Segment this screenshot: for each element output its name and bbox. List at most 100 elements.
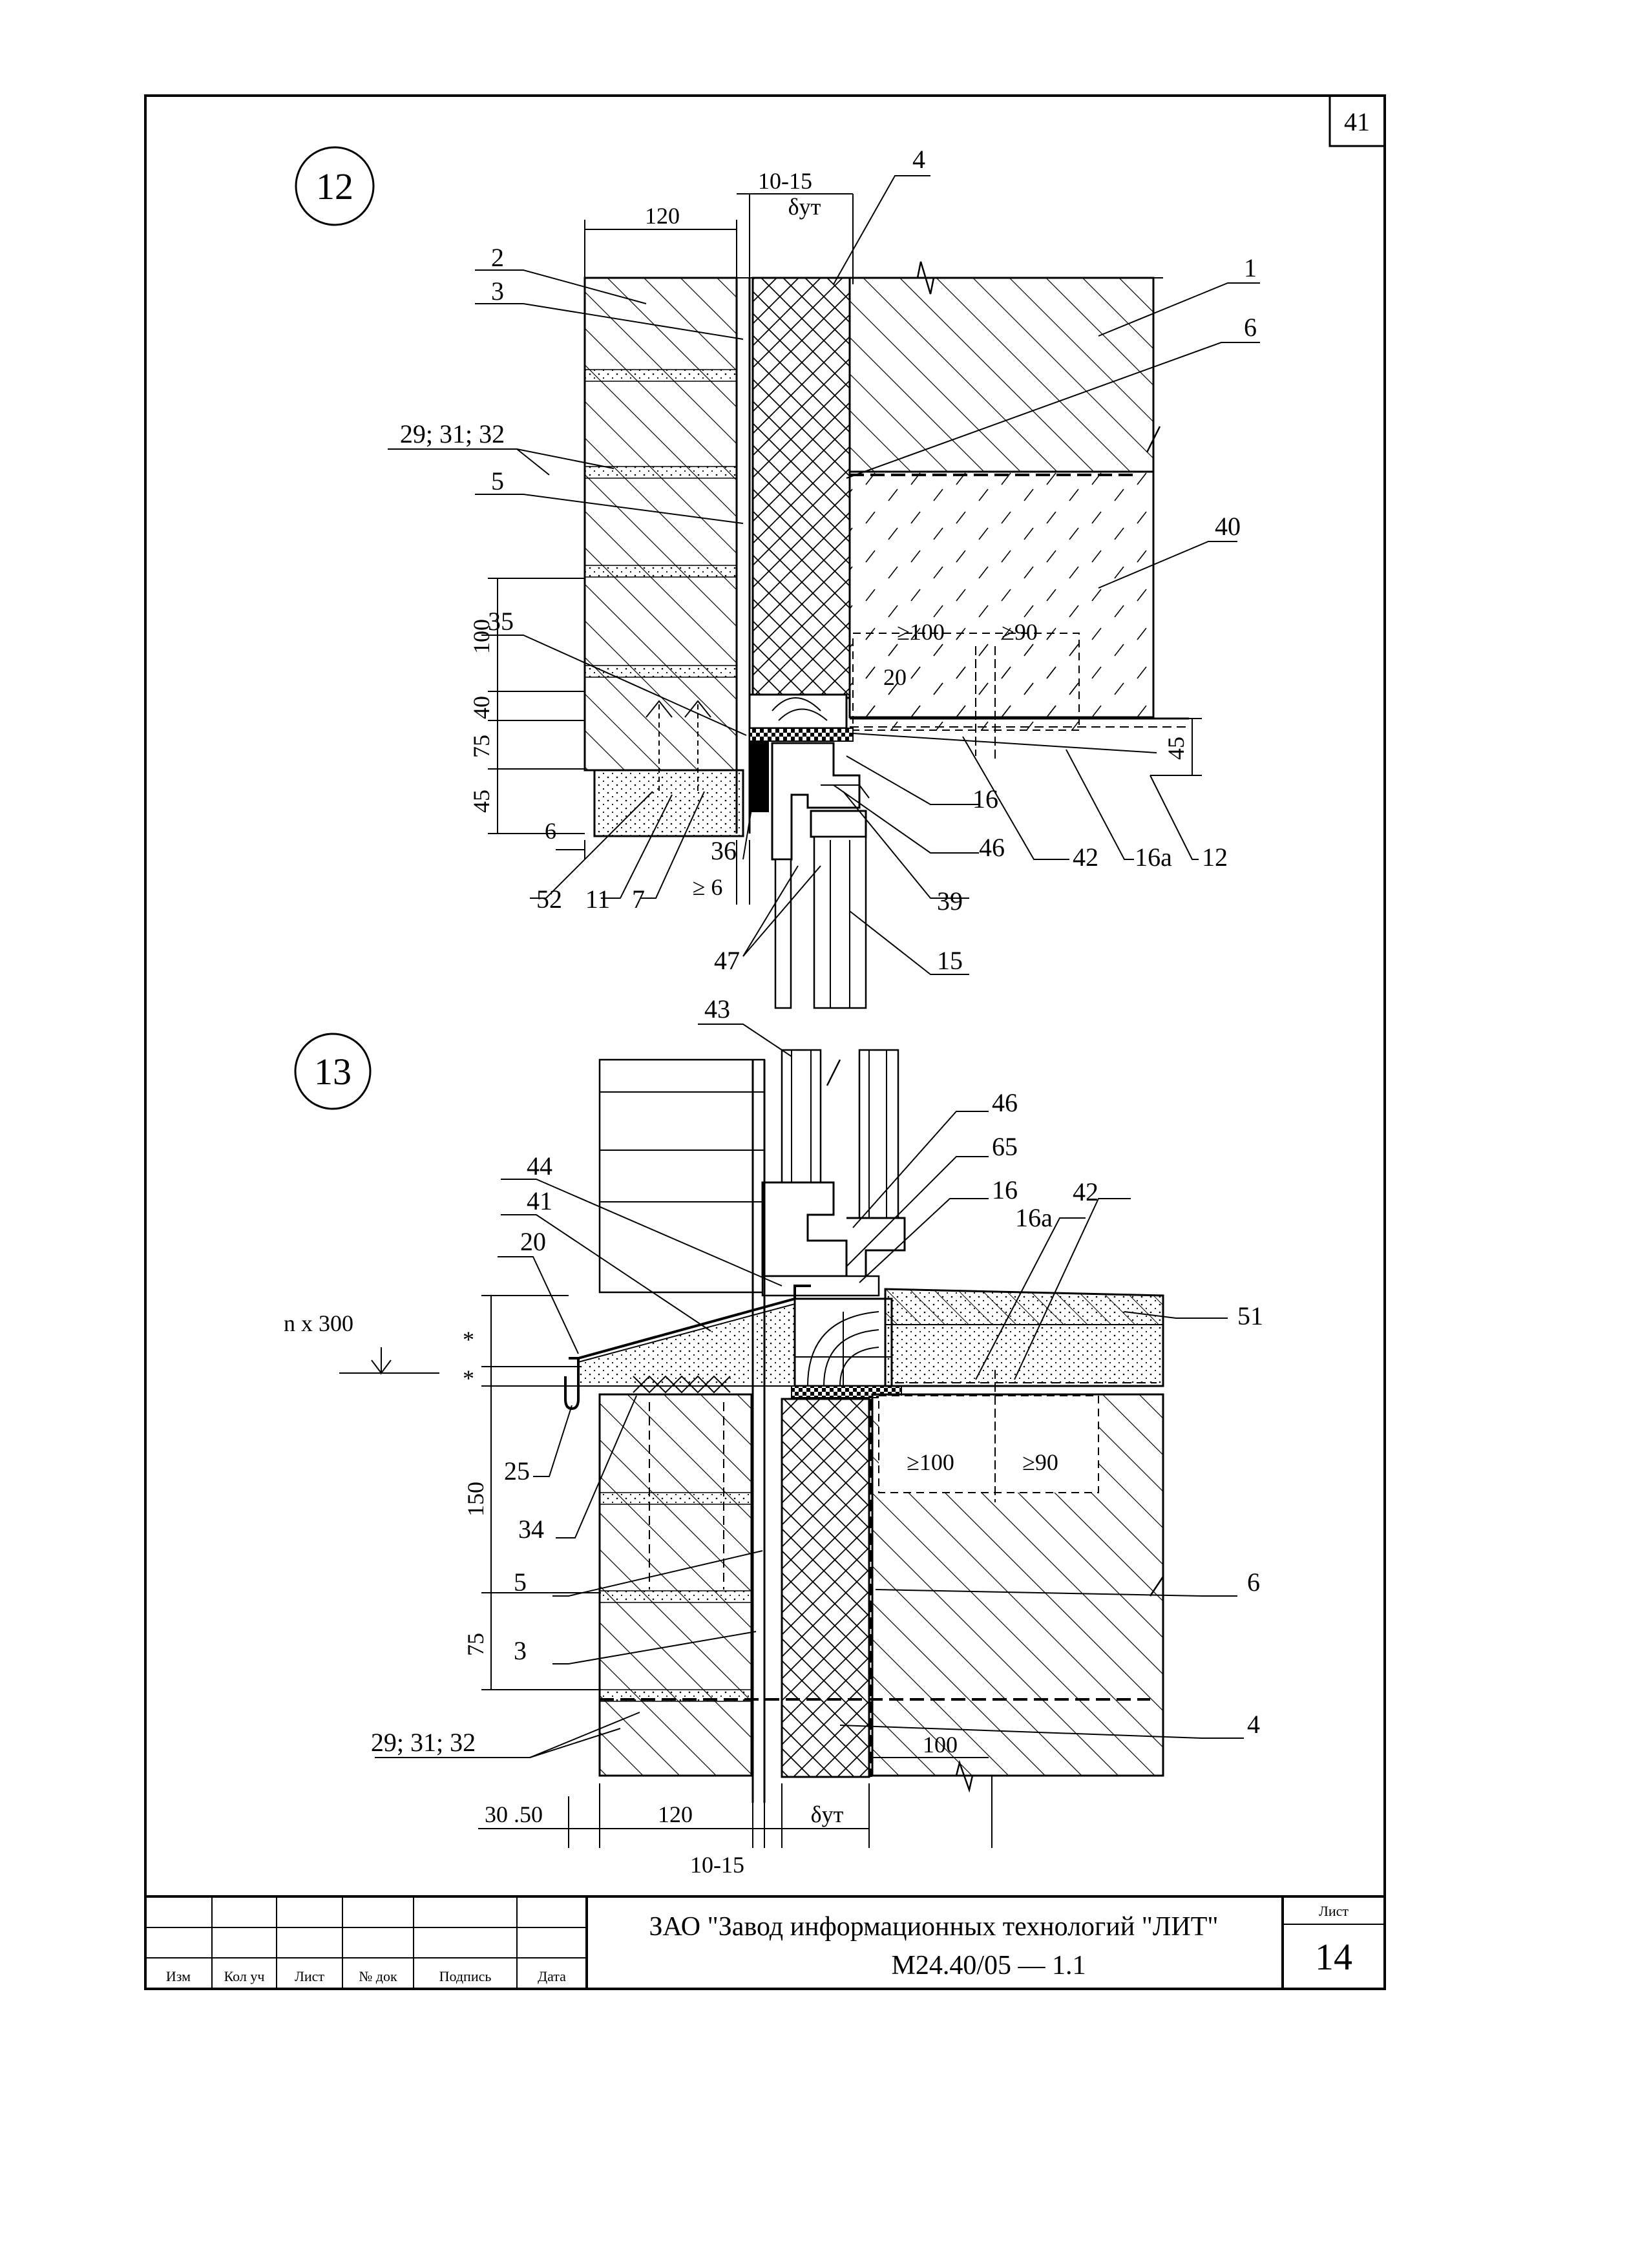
interior-screed-13 <box>884 1288 1164 1387</box>
dim-delta-ut-13: δут <box>811 1801 844 1827</box>
label-42-12: 42 <box>1073 843 1098 872</box>
brick-cladding-12 <box>583 277 738 772</box>
document-code: М24.40/05 — 1.1 <box>891 1951 1086 1980</box>
label-6-12: 6 <box>1244 313 1257 342</box>
air-gap-12 <box>735 278 751 834</box>
label-7-12: 7 <box>632 885 645 914</box>
detail-12: 12 <box>295 145 1260 1009</box>
dim-45-left-12: 45 <box>468 790 494 813</box>
detail-12-marker: 12 <box>295 146 375 226</box>
col-izm: Изм <box>166 1968 191 1984</box>
label-39-12: 39 <box>937 887 963 916</box>
label-51-13: 51 <box>1237 1301 1263 1330</box>
label-65-13: 65 <box>992 1132 1018 1161</box>
dim-10-15-13: 10-15 <box>690 1852 744 1878</box>
corner-sheet-box: 41 <box>1329 94 1386 147</box>
label-44-13: 44 <box>527 1151 552 1181</box>
label-16a-13: 16a <box>1015 1203 1053 1232</box>
dim-120-13: 120 <box>658 1801 693 1827</box>
break-lines-12 <box>585 261 1163 453</box>
label-41-13: 41 <box>527 1186 552 1215</box>
dim-10-15-12: 10-15 <box>758 168 812 194</box>
dim-150-13: 150 <box>463 1482 488 1517</box>
label-52-12: 52 <box>536 885 562 914</box>
label-5-12: 5 <box>491 467 504 496</box>
label-46-13: 46 <box>992 1088 1018 1117</box>
detail-13-marker: 13 <box>294 1033 372 1110</box>
dim-ge90-13: ≥90 <box>1022 1449 1058 1475</box>
col-kol-uch: Кол уч <box>224 1968 265 1984</box>
label-16-12: 16 <box>972 784 998 814</box>
dim-ge100-13: ≥100 <box>907 1449 954 1475</box>
frame <box>144 94 1386 1990</box>
dim-120-12: 120 <box>645 203 680 229</box>
dimension-lines-12 <box>488 193 1202 905</box>
dim-30-50-13: 30 .50 <box>485 1801 543 1827</box>
label-4-13: 4 <box>1247 1710 1260 1739</box>
dim-45-right-12: 45 <box>1163 737 1189 760</box>
label-15-12: 15 <box>937 946 963 975</box>
label-11-12: 11 <box>585 885 611 914</box>
label-40-12: 40 <box>1215 512 1241 541</box>
insulation-12 <box>751 277 851 699</box>
dim-6-12: 6 <box>545 818 556 844</box>
dim-ge6-12: ≥ 6 <box>693 874 723 900</box>
bearing-wall-13 <box>600 1370 1164 1848</box>
dim-40-12: 40 <box>468 696 494 719</box>
leader-lines-13 <box>375 1024 1244 1758</box>
label-12-12: 12 <box>1202 843 1228 872</box>
label-3-12: 3 <box>491 277 504 306</box>
label-36-12: 36 <box>711 836 737 865</box>
label-5-13: 5 <box>514 1568 527 1597</box>
label-29-31-32-13: 29; 31; 32 <box>371 1728 476 1757</box>
leader-lines-12 <box>388 175 1260 975</box>
glazing-12 <box>774 835 867 1009</box>
air-gap-13 <box>751 1060 766 1803</box>
sheet-number: 14 <box>1315 1936 1352 1978</box>
dim-100-12: 100 <box>468 619 494 654</box>
col-n-dok: № док <box>359 1968 397 1984</box>
insulation-13 <box>781 1398 872 1778</box>
label-35-12: 35 <box>488 607 514 636</box>
col-data: Дата <box>538 1968 566 1984</box>
corner-sheet-number: 41 <box>1344 107 1370 136</box>
label-43-13: 43 <box>704 994 730 1024</box>
label-34-13: 34 <box>518 1515 544 1544</box>
sill-flashing-13 <box>564 1285 811 1411</box>
dim-75-13: 75 <box>463 1633 488 1656</box>
detail-13: 13 <box>284 994 1263 1878</box>
detail-13-number: 13 <box>314 1051 352 1093</box>
dim-nx300-13: n x 300 <box>284 1310 353 1336</box>
label-1-12: 1 <box>1244 253 1257 282</box>
label-46-12: 46 <box>979 833 1005 862</box>
label-4-12: 4 <box>912 145 925 174</box>
company-name: ЗАО "Завод информационных технологий "ЛИ… <box>649 1912 1219 1942</box>
dim-ge90-12: ≥90 <box>1002 619 1038 645</box>
dim-delta-ut-12: δут <box>788 194 821 220</box>
dim-star2-13: * <box>463 1365 474 1391</box>
label-29-31-32-12: 29; 31; 32 <box>400 419 505 448</box>
revision-grid <box>145 1896 587 1989</box>
dim-100-13: 100 <box>923 1732 958 1758</box>
dim-20-12: 20 <box>883 664 907 690</box>
label-20-13: 20 <box>520 1227 546 1256</box>
title-block: Изм Кол уч Лист № док Подпись Дата ЗАО "… <box>145 1895 1385 1989</box>
label-25-13: 25 <box>504 1456 530 1486</box>
dim-ge100-12: ≥100 <box>897 619 945 645</box>
label-2-12: 2 <box>491 243 504 272</box>
label-16a-12: 16a <box>1135 843 1172 872</box>
col-podpis: Подпись <box>439 1968 492 1984</box>
dim-75-12: 75 <box>468 735 494 758</box>
label-16-13: 16 <box>992 1175 1018 1204</box>
dimension-lines-13 <box>339 1295 989 1848</box>
upper-brick-13 <box>598 1058 766 1294</box>
brick-cladding-13 <box>598 1375 753 1777</box>
col-list: Лист <box>295 1968 324 1984</box>
dim-star1-13: * <box>463 1327 474 1352</box>
sheet-label: Лист <box>1319 1903 1349 1919</box>
label-3-13: 3 <box>514 1636 527 1665</box>
label-42-13: 42 <box>1073 1177 1098 1206</box>
label-6-13: 6 <box>1247 1568 1260 1597</box>
window-frame-13 <box>761 1049 906 1297</box>
